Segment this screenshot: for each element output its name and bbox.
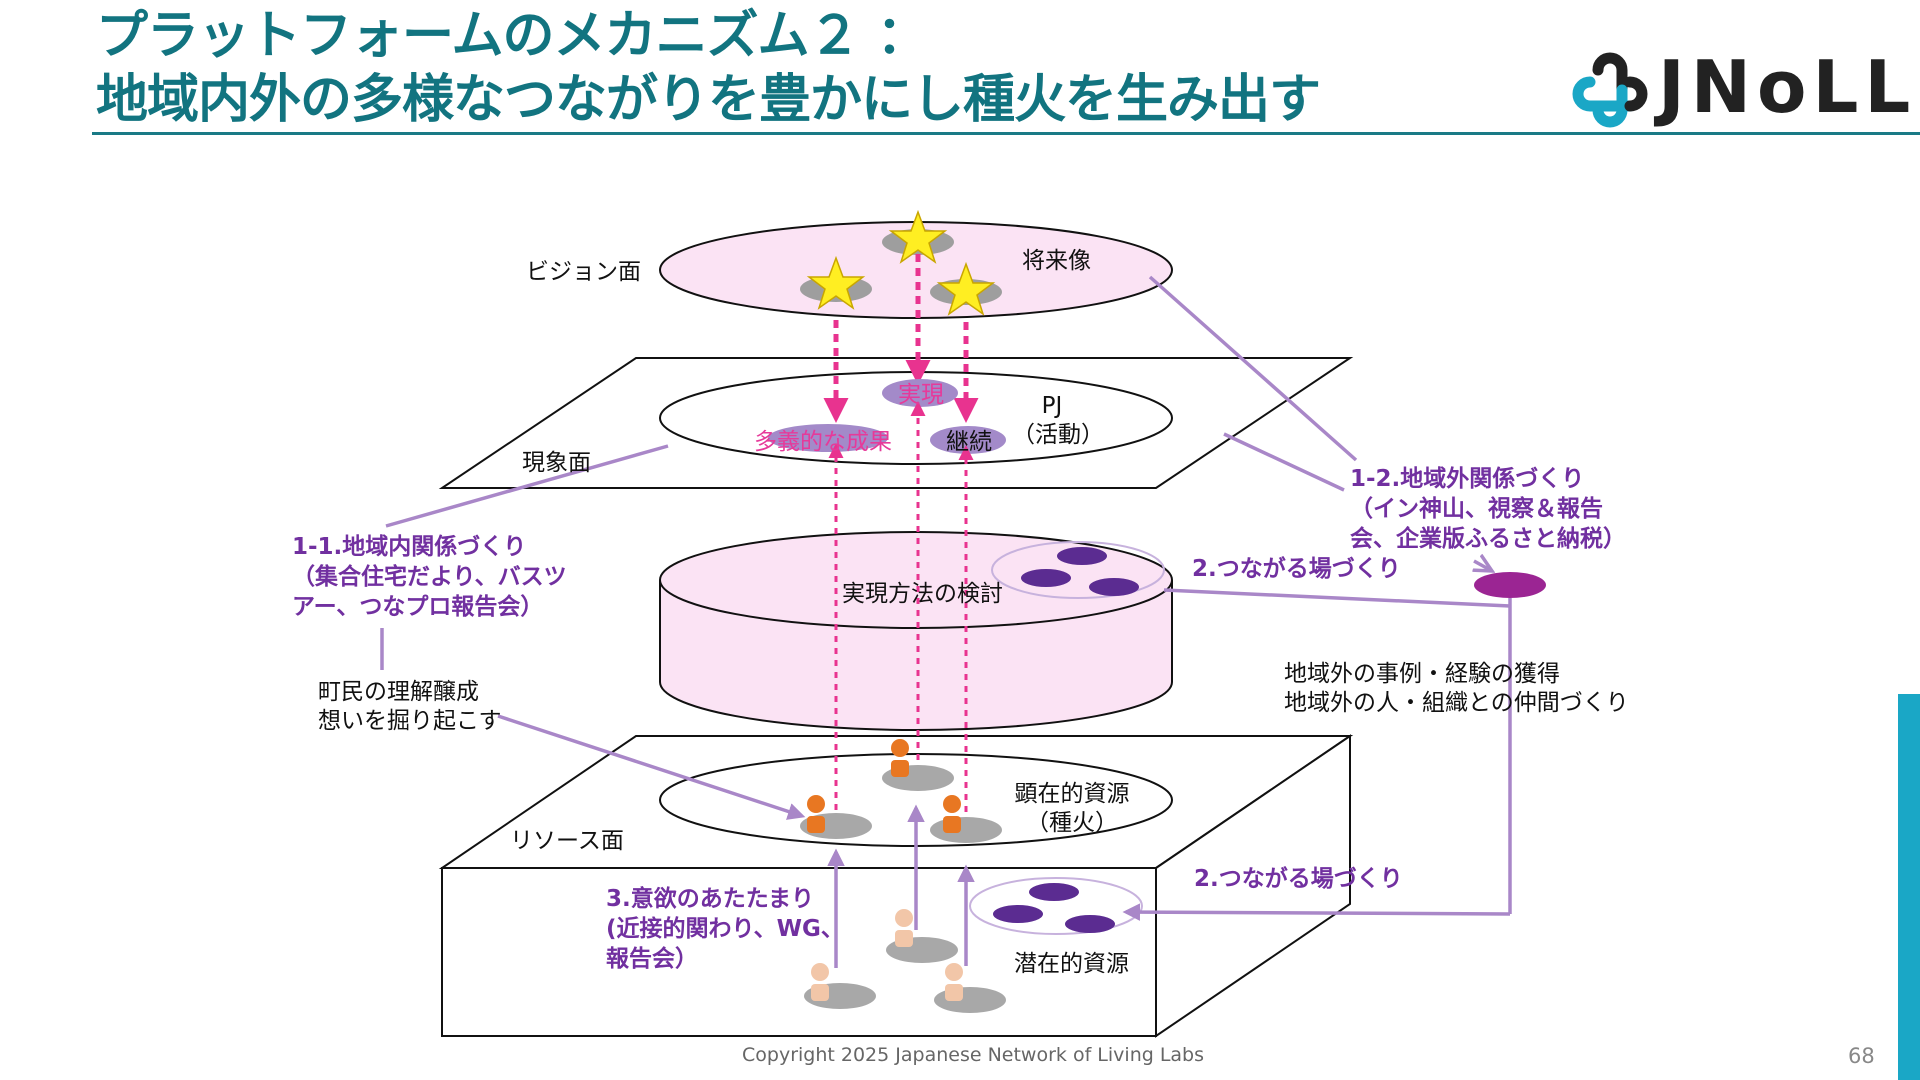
page-title: プラットフォームのメカニズム２ ： 地域内外の多様なつながりを豊かにし種火を生み…	[96, 4, 1321, 132]
title-line-1: プラットフォームのメカニズム２ ：	[96, 6, 929, 66]
person-icon	[930, 795, 1002, 843]
visible-resource-label: 顕在的資源 （種火）	[1014, 781, 1130, 836]
outside-hub-node	[1474, 572, 1546, 598]
diverse-node	[768, 424, 888, 452]
latent-resource-label: 潜在的資源	[1014, 951, 1129, 977]
resource-layer-label: リソース面	[510, 828, 624, 854]
connector-lines	[380, 275, 1512, 968]
future-label: 将来像	[1022, 248, 1091, 274]
pj-label: PJ （活動）	[1012, 393, 1104, 448]
realize-node	[882, 379, 958, 407]
star-icon	[882, 209, 954, 264]
continue-node	[930, 426, 1006, 454]
annotation-townspeople: 町民の理解醸成 想いを掘り起こす	[318, 679, 502, 734]
person-icon	[804, 963, 876, 1009]
connect-place-lower	[969, 877, 1143, 935]
annotation-external-relations: 1-2.地域外関係づくり （イン神山、視察＆報告 会、企業版ふるさと納税）	[1350, 466, 1626, 552]
vision-layer-label: ビジョン面	[526, 259, 641, 285]
annotation-internal-relations: 1-1.地域内関係づくり （集合住宅だより、バスツ アー、つなプロ報告会）	[292, 534, 567, 620]
resource-to-pj-lines	[828, 401, 974, 812]
person-icon	[800, 795, 872, 839]
connect-place-upper	[991, 541, 1165, 599]
annotation-motivation: 3.意欲のあたたまり (近接的関わり、WG、 報告会）	[606, 886, 844, 972]
copyright-text: Copyright 2025 Japanese Network of Livin…	[742, 1044, 1205, 1066]
resource-box	[438, 734, 1354, 1038]
person-icon	[934, 963, 1006, 1013]
logo-wordmark: JNoLL	[1658, 45, 1917, 129]
continue-label: 継続	[946, 429, 992, 455]
realize-label: 実現	[898, 382, 944, 408]
star-icon	[930, 261, 1002, 316]
title-line-2: 地域内外の多様なつながりを豊かにし種火を生み出す	[96, 70, 1321, 130]
method-label: 実現方法の検討	[842, 581, 1003, 607]
jnoll-logo-icon	[1572, 52, 1648, 128]
page-number: 68	[1848, 1044, 1875, 1068]
annotation-outside: 地域外の事例・経験の獲得 地域外の人・組織との仲間づくり	[1284, 661, 1629, 716]
title-divider	[92, 132, 1920, 135]
annotation-connect-place-upper: 2.つながる場づくり	[1192, 556, 1401, 582]
diverse-outcome-label: 多義的な成果	[754, 429, 892, 455]
person-icon	[886, 909, 958, 963]
vision-to-pj-arrows	[823, 254, 979, 423]
annotation-connect-place-lower: 2.つながる場づくり	[1194, 866, 1403, 892]
phenomenon-layer-label: 現象面	[522, 450, 591, 476]
side-accent-bar	[1898, 694, 1920, 1080]
method-cylinder	[659, 531, 1173, 731]
star-icon	[800, 255, 872, 310]
person-icon	[882, 739, 954, 791]
